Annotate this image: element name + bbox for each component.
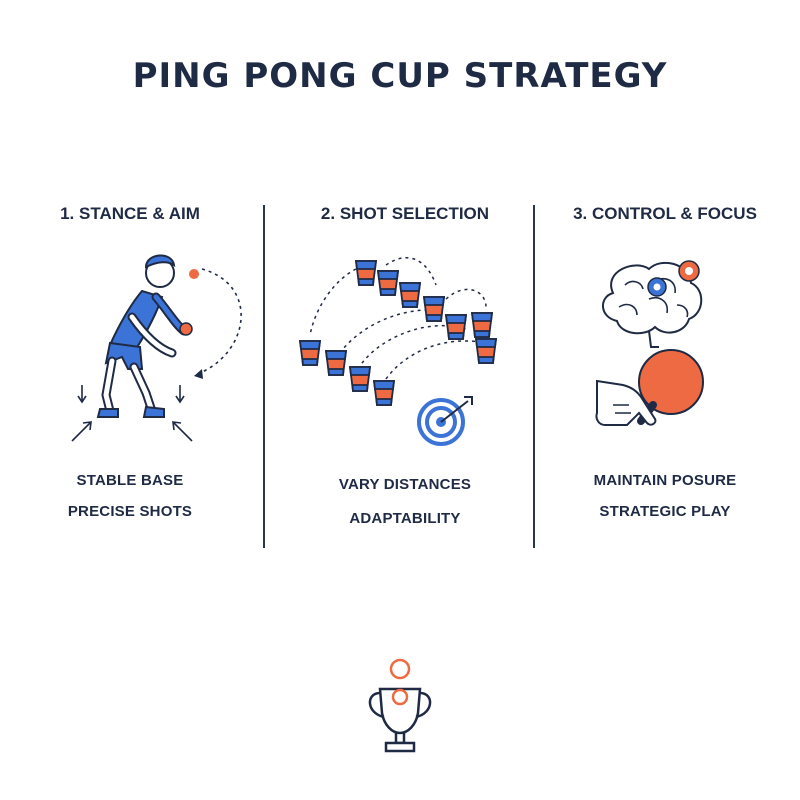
- target-icon: [417, 396, 473, 446]
- cup-icon: [348, 366, 372, 392]
- cup-icon: [470, 312, 494, 338]
- column-divider-right: [533, 205, 535, 548]
- caption-stable-base: STABLE BASE: [76, 472, 184, 489]
- cup-icon: [422, 296, 446, 322]
- cup-icon: [324, 350, 348, 376]
- cup-icon: [376, 270, 400, 296]
- column-divider-left: [263, 205, 265, 548]
- caption-strategic-play: STRATEGIC PLAY: [599, 503, 731, 520]
- caption-precise-shots: PRECISE SHOTS: [67, 503, 193, 520]
- gear-icon: [647, 260, 700, 297]
- brain-and-paddle-illustration: [595, 260, 704, 426]
- cup-icon: [372, 380, 396, 406]
- paddle-icon: [595, 349, 704, 426]
- cup-icon: [444, 314, 468, 340]
- caption-adaptability: ADAPTABILITY: [349, 510, 461, 527]
- cups-and-target-illustration: [298, 256, 498, 446]
- player-stance-illustration: [71, 254, 242, 442]
- trophy-icon: [368, 658, 432, 753]
- cup-icon: [354, 260, 378, 286]
- cup-icon: [474, 338, 498, 364]
- brain-icon: [602, 261, 703, 348]
- cup-icon: [298, 340, 322, 366]
- cup-icon: [398, 282, 422, 308]
- page-title: PING PONG CUP STRATEGY: [132, 56, 668, 96]
- column-heading-shot-selection: 2. SHOT SELECTION: [320, 204, 490, 223]
- ping-pong-ball-icon: [189, 269, 199, 279]
- column-heading-control: 3. CONTROL & FOCUS: [573, 204, 757, 223]
- caption-maintain-posure: MAINTAIN POSURE: [593, 472, 737, 489]
- caption-vary-distances: VARY DISTANCES: [338, 476, 472, 493]
- column-heading-stance: 1. STANCE & AIM: [60, 204, 200, 223]
